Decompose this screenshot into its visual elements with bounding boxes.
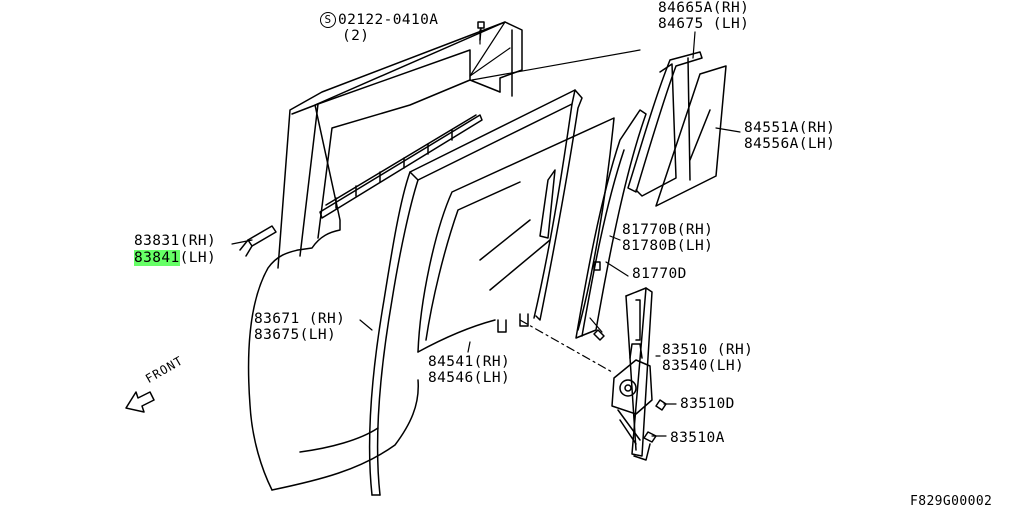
front-arrow-icon <box>125 391 155 413</box>
run-channel-rh-label: 83671 (RH) <box>254 311 346 327</box>
partition-glass-seal-lh-label: 84675 (LH) <box>658 16 750 32</box>
moulding-lh-label: 83841(LH) <box>134 250 216 266</box>
regulator-rh-label: 83510 (RH) <box>662 342 754 358</box>
window-regulator <box>593 287 667 461</box>
highlighted-part-number: 83841 <box>134 250 180 266</box>
regulator-bolt-d-label: 83510D <box>680 396 735 412</box>
sash-bolt-label: 81770D <box>632 266 687 282</box>
partition-glass-seal-rh-label: 84665A(RH) <box>658 0 750 16</box>
partition-glass-seal <box>627 51 703 197</box>
moulding-lh-side: (LH) <box>179 250 217 266</box>
regulator-lh-label: 83540(LH) <box>662 358 745 374</box>
regulator-bolt-a-label: 83510A <box>670 430 725 446</box>
rear-sash-rh-label: 81770B(RH) <box>622 222 714 238</box>
partition-glass-lh-label: 84556A(LH) <box>744 136 836 152</box>
moulding-rh-label: 83831(RH) <box>134 233 217 249</box>
partition-glass-rh-label: 84551A(RH) <box>744 120 836 136</box>
door-glass-lh-label: 84546(LH) <box>428 370 511 386</box>
door-panel <box>247 21 523 491</box>
drawing-code: F829G00002 <box>910 494 993 509</box>
screw-quantity: (2) <box>342 28 370 44</box>
circled-s-symbol: S <box>320 12 336 28</box>
rear-sash-lh-label: 81780B(LH) <box>622 238 714 254</box>
run-channel-lh-label: 83675(LH) <box>254 327 337 343</box>
screw-code: 02122-0410A <box>338 12 439 28</box>
leader-lines <box>231 21 741 437</box>
belt-moulding <box>319 114 483 219</box>
run-channel <box>368 89 583 496</box>
screw <box>477 21 485 41</box>
door-glass-rh-label: 84541(RH) <box>428 354 511 370</box>
partition-glass <box>655 65 727 207</box>
